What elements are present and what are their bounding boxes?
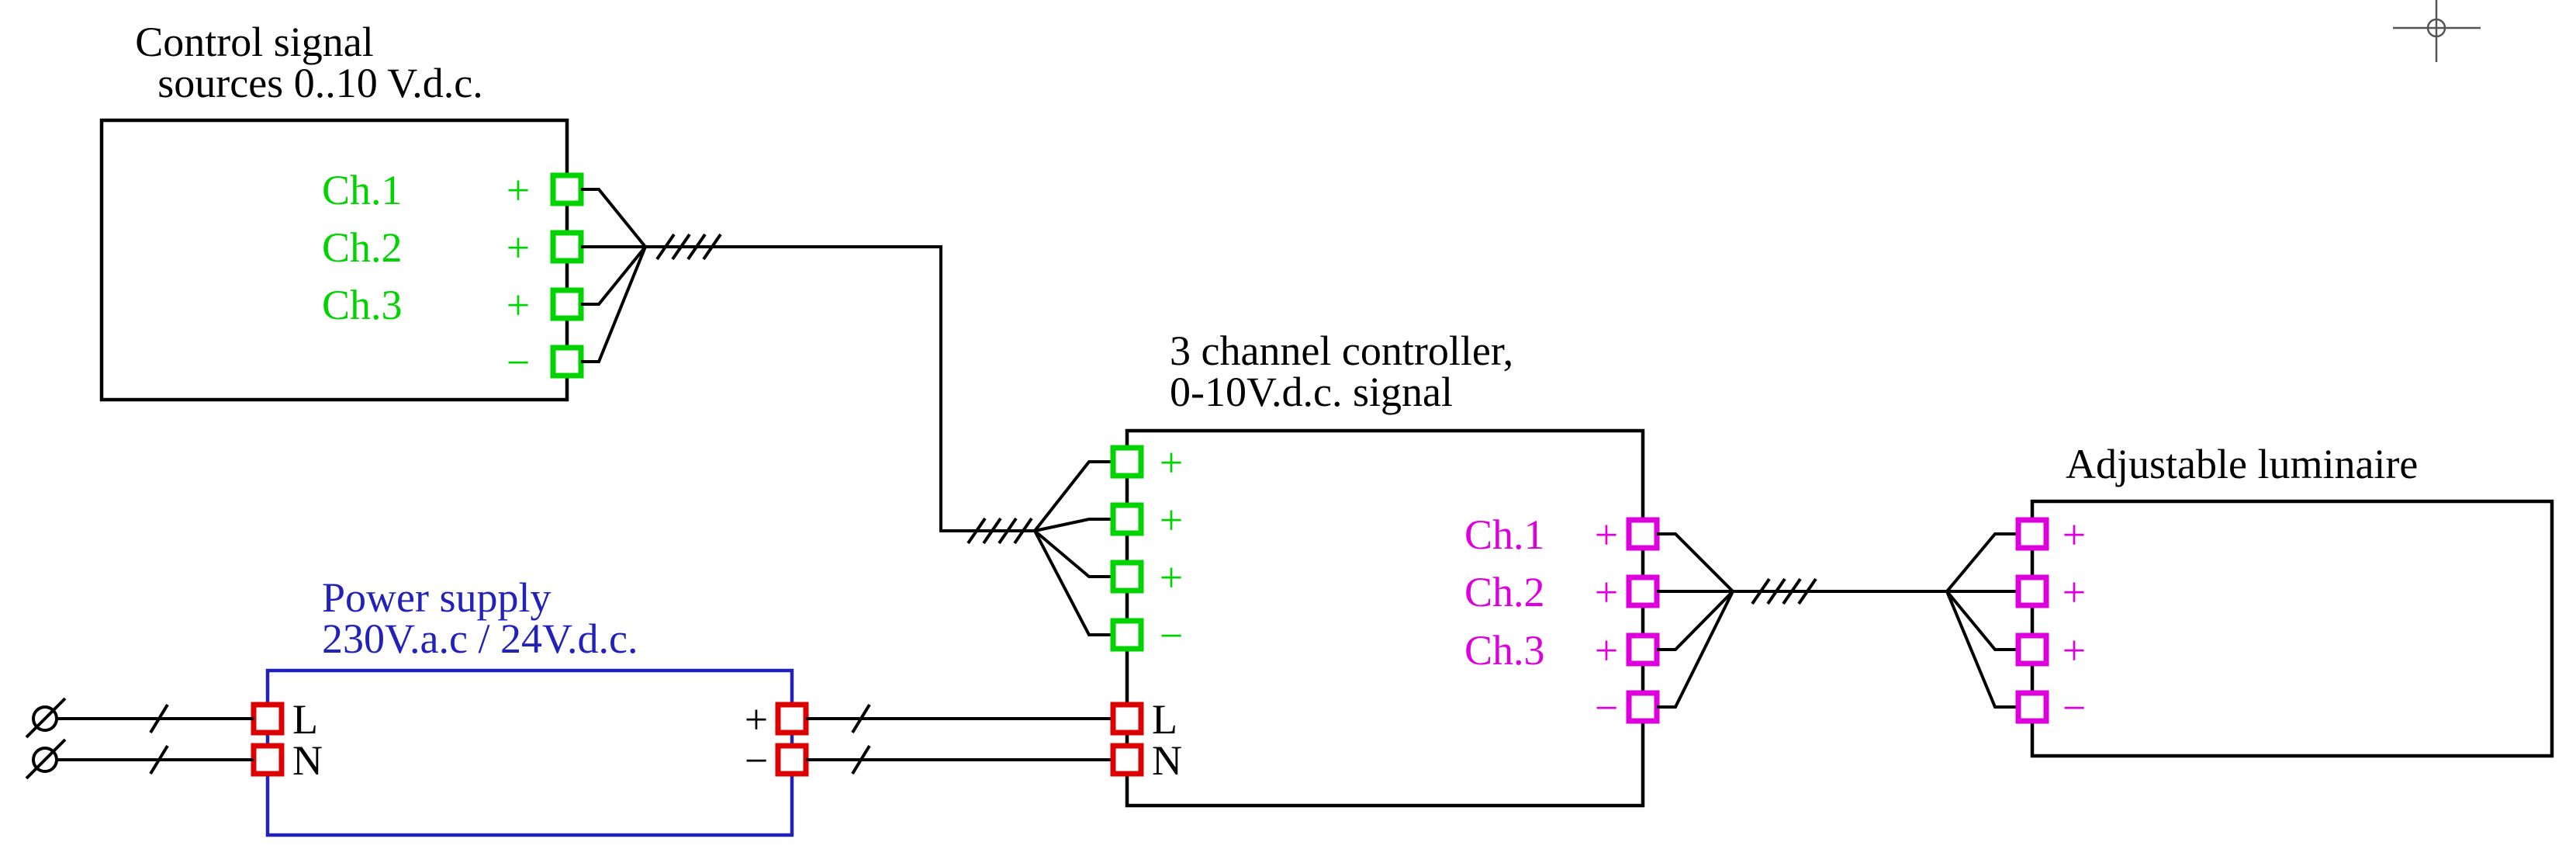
control-terminal-minus bbox=[550, 345, 584, 379]
channel-label-ch1: Ch.1 bbox=[322, 167, 403, 213]
luminaire-terminal-2 bbox=[2015, 574, 2049, 608]
control-terminal-3 bbox=[550, 287, 584, 321]
controller-block: 3 channel controller, 0-10V.d.c. signal … bbox=[1110, 327, 1660, 808]
channel-label-ch2: Ch.2 bbox=[322, 224, 403, 271]
signal-bundle-sources-to-controller bbox=[581, 188, 1113, 636]
psu-label-L: L bbox=[292, 696, 318, 743]
control-sources-title-line1: Control signal bbox=[135, 19, 374, 65]
controller-output-terminal-2 bbox=[1626, 574, 1660, 608]
controller-input-sign-minus: − bbox=[1160, 612, 1183, 659]
controller-title-line1: 3 channel controller, bbox=[1170, 327, 1513, 374]
psu-label-minus: − bbox=[745, 737, 768, 784]
control-terminal-1 bbox=[550, 172, 584, 206]
psu-label-N: N bbox=[292, 737, 323, 784]
bundle-hash-marks-1 bbox=[655, 233, 722, 261]
crosshair-cursor-icon bbox=[2393, 0, 2481, 62]
controller-output-label-ch3: Ch.3 bbox=[1464, 627, 1545, 674]
controller-input-terminal-2 bbox=[1110, 502, 1144, 536]
wire-lum-1 bbox=[1945, 532, 2018, 593]
psu-terminal-minus bbox=[775, 743, 809, 777]
psu-terminal-L bbox=[251, 702, 285, 736]
wire-lum-minus bbox=[1945, 591, 2018, 709]
luminaire-terminal-minus bbox=[2015, 690, 2049, 724]
wire-ctrl-in3 bbox=[1033, 529, 1113, 578]
wire-bundle-trunk bbox=[645, 245, 1035, 532]
controller-input-terminal-3 bbox=[1110, 560, 1144, 594]
wire-ctrl-in1 bbox=[1033, 460, 1113, 532]
luminaire-terminal-1 bbox=[2015, 517, 2049, 551]
controller-output-label-ch1: Ch.1 bbox=[1464, 511, 1545, 558]
power-supply-title-line2: 230V.a.c / 24V.d.c. bbox=[322, 615, 638, 662]
psu-terminal-plus bbox=[775, 702, 809, 736]
control-signal-sources-block: Control signal sources 0..10 V.d.c. Ch.1… bbox=[99, 19, 584, 402]
controller-output-terminal-3 bbox=[1626, 632, 1660, 667]
luminaire-title: Adjustable luminaire bbox=[2066, 441, 2418, 487]
controller-label-N: N bbox=[1152, 737, 1182, 784]
wire-out-ch3 bbox=[1657, 590, 1734, 651]
controller-terminal-L bbox=[1110, 702, 1144, 736]
power-supply-block: Power supply 230V.a.c / 24V.d.c. L N + − bbox=[251, 574, 809, 837]
controller-output-sign-1: + bbox=[1595, 511, 1618, 558]
controller-input-sign-3: + bbox=[1160, 554, 1183, 601]
wire-lum-3 bbox=[1945, 590, 2018, 651]
luminaire-block: Adjustable luminaire + + + − bbox=[2015, 441, 2554, 758]
dc-power-wires bbox=[806, 703, 1113, 775]
luminaire-terminal-3 bbox=[2015, 632, 2049, 667]
controller-output-terminal-1 bbox=[1626, 517, 1660, 551]
control-sources-title-line2: sources 0..10 V.d.c. bbox=[157, 60, 482, 106]
control-terminal-sign-1: + bbox=[507, 167, 530, 213]
controller-input-sign-1: + bbox=[1160, 439, 1183, 486]
control-terminal-sign-2: + bbox=[507, 224, 530, 271]
wire-out-ch1 bbox=[1657, 532, 1734, 593]
controller-output-sign-2: + bbox=[1595, 569, 1618, 615]
controller-output-sign-minus: − bbox=[1595, 684, 1618, 731]
control-terminal-sign-minus: − bbox=[507, 339, 530, 386]
luminaire-sign-2: + bbox=[2063, 569, 2086, 615]
luminaire-sign-1: + bbox=[2063, 511, 2086, 558]
bundle-hash-marks-3 bbox=[1751, 577, 1817, 605]
control-terminal-sign-3: + bbox=[507, 282, 530, 328]
control-terminal-2 bbox=[550, 230, 584, 264]
controller-box bbox=[1125, 428, 1645, 808]
controller-output-sign-3: + bbox=[1595, 627, 1618, 674]
controller-title-line2: 0-10V.d.c. signal bbox=[1170, 369, 1453, 415]
controller-input-terminal-minus bbox=[1110, 618, 1144, 652]
wire-src-minus bbox=[581, 246, 647, 363]
wire-out-minus bbox=[1657, 591, 1734, 709]
wire-src-ch1 bbox=[581, 188, 647, 248]
controller-terminal-N bbox=[1110, 743, 1144, 777]
dc-hash-marks bbox=[851, 703, 871, 775]
wire-ctrl-in-minus bbox=[1033, 530, 1113, 636]
controller-input-sign-2: + bbox=[1160, 497, 1183, 543]
bundle-hash-marks-2 bbox=[966, 517, 1033, 545]
luminaire-box bbox=[2030, 499, 2554, 758]
power-supply-box bbox=[265, 668, 794, 837]
luminaire-sign-minus: − bbox=[2063, 684, 2086, 731]
wire-src-ch3 bbox=[581, 245, 647, 306]
luminaire-sign-3: + bbox=[2063, 627, 2086, 674]
mains-hash-marks bbox=[149, 703, 169, 775]
mains-input-wires bbox=[25, 697, 254, 780]
power-supply-title-line1: Power supply bbox=[322, 574, 552, 621]
controller-label-L: L bbox=[1152, 696, 1177, 743]
psu-label-plus: + bbox=[745, 696, 768, 743]
wire-ctrl-in2 bbox=[1034, 518, 1113, 532]
controller-output-terminal-minus bbox=[1626, 690, 1660, 724]
channel-label-ch3: Ch.3 bbox=[322, 282, 403, 328]
psu-terminal-N bbox=[251, 743, 285, 777]
controller-output-label-ch2: Ch.2 bbox=[1464, 569, 1545, 615]
signal-bundle-controller-to-luminaire bbox=[1657, 532, 2018, 709]
controller-input-terminal-1 bbox=[1110, 445, 1144, 479]
